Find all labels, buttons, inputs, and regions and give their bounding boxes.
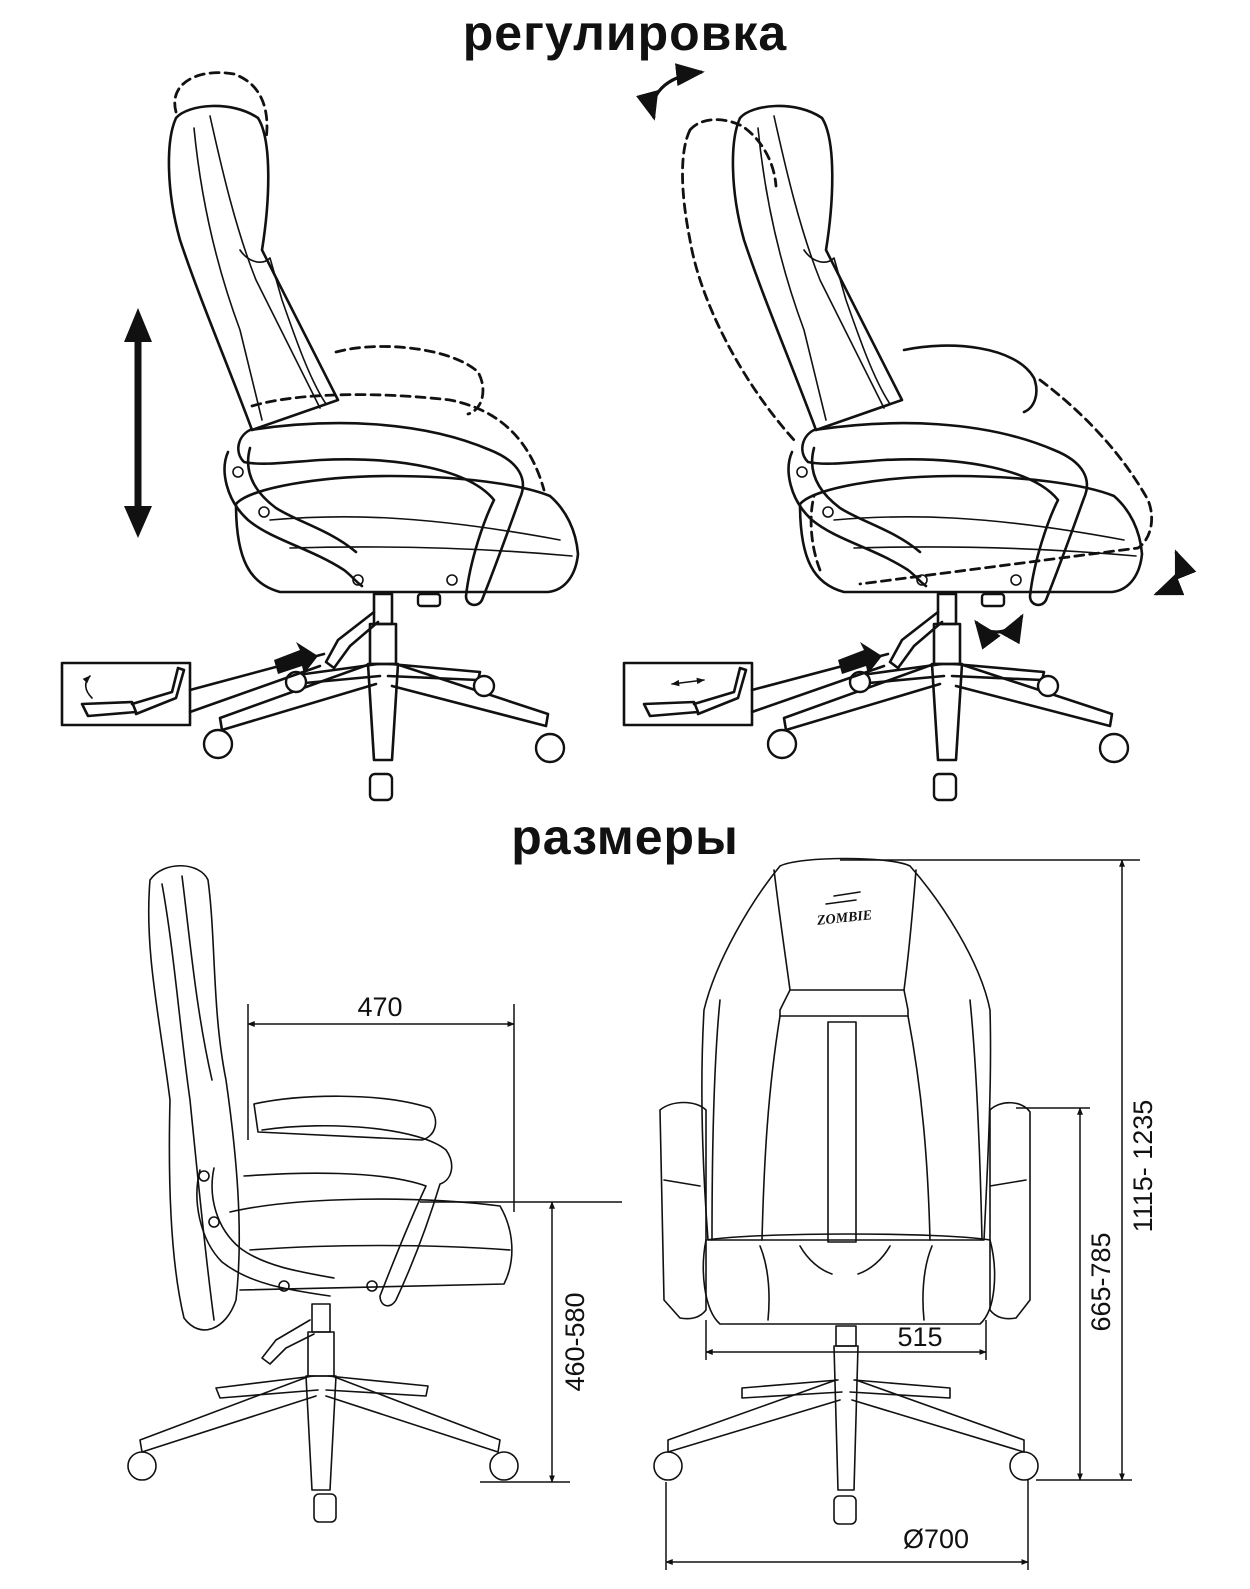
tilt-adjustment-illustration	[622, 63, 1197, 802]
chair-tilt-armrest	[787, 344, 1089, 607]
seat-width-label: 515	[897, 1322, 942, 1352]
chair-side-seat	[234, 474, 580, 594]
chair-tilt-base	[766, 592, 1130, 802]
backrest-tilt-arrow	[636, 63, 705, 121]
chair-side-armrest	[223, 421, 525, 607]
seat-tilt-arrow	[1153, 549, 1197, 596]
height-lever-callout	[60, 642, 326, 727]
height-adjust-arrow	[124, 308, 152, 538]
brand-logo: ZOMBIE	[815, 891, 873, 929]
seat-height-label: 460-580	[560, 1292, 590, 1391]
heading-dimensions: размеры	[511, 809, 739, 865]
side-view-chair	[127, 865, 519, 1523]
side-view-dimensions: 470 460-580	[127, 865, 622, 1523]
front-view-chair: ZOMBIE	[653, 857, 1039, 1525]
armrest-height-label: 665-785	[1086, 1232, 1116, 1331]
tilted-position-outline	[681, 118, 1153, 586]
base-diameter-label: Ø700	[903, 1524, 969, 1554]
chair-side-backrest	[167, 104, 340, 432]
chair-side-base	[202, 592, 566, 802]
chair-tilt-backrest	[731, 104, 904, 432]
height-adjustment-illustration	[60, 71, 580, 802]
total-height-label: 1115- 1235	[1128, 1100, 1158, 1233]
rotation-arrow	[974, 613, 1024, 650]
logo-text: ZOMBIE	[815, 908, 872, 929]
seat-depth-label: 470	[357, 992, 402, 1022]
raised-position-outline	[173, 71, 546, 492]
chair-tilt-seat	[798, 474, 1144, 594]
tilt-lever-callout	[622, 642, 890, 727]
front-view-dimensions: ZOMBIE 515 Ø700	[653, 857, 1158, 1570]
heading-adjustment: регулировка	[462, 5, 788, 61]
